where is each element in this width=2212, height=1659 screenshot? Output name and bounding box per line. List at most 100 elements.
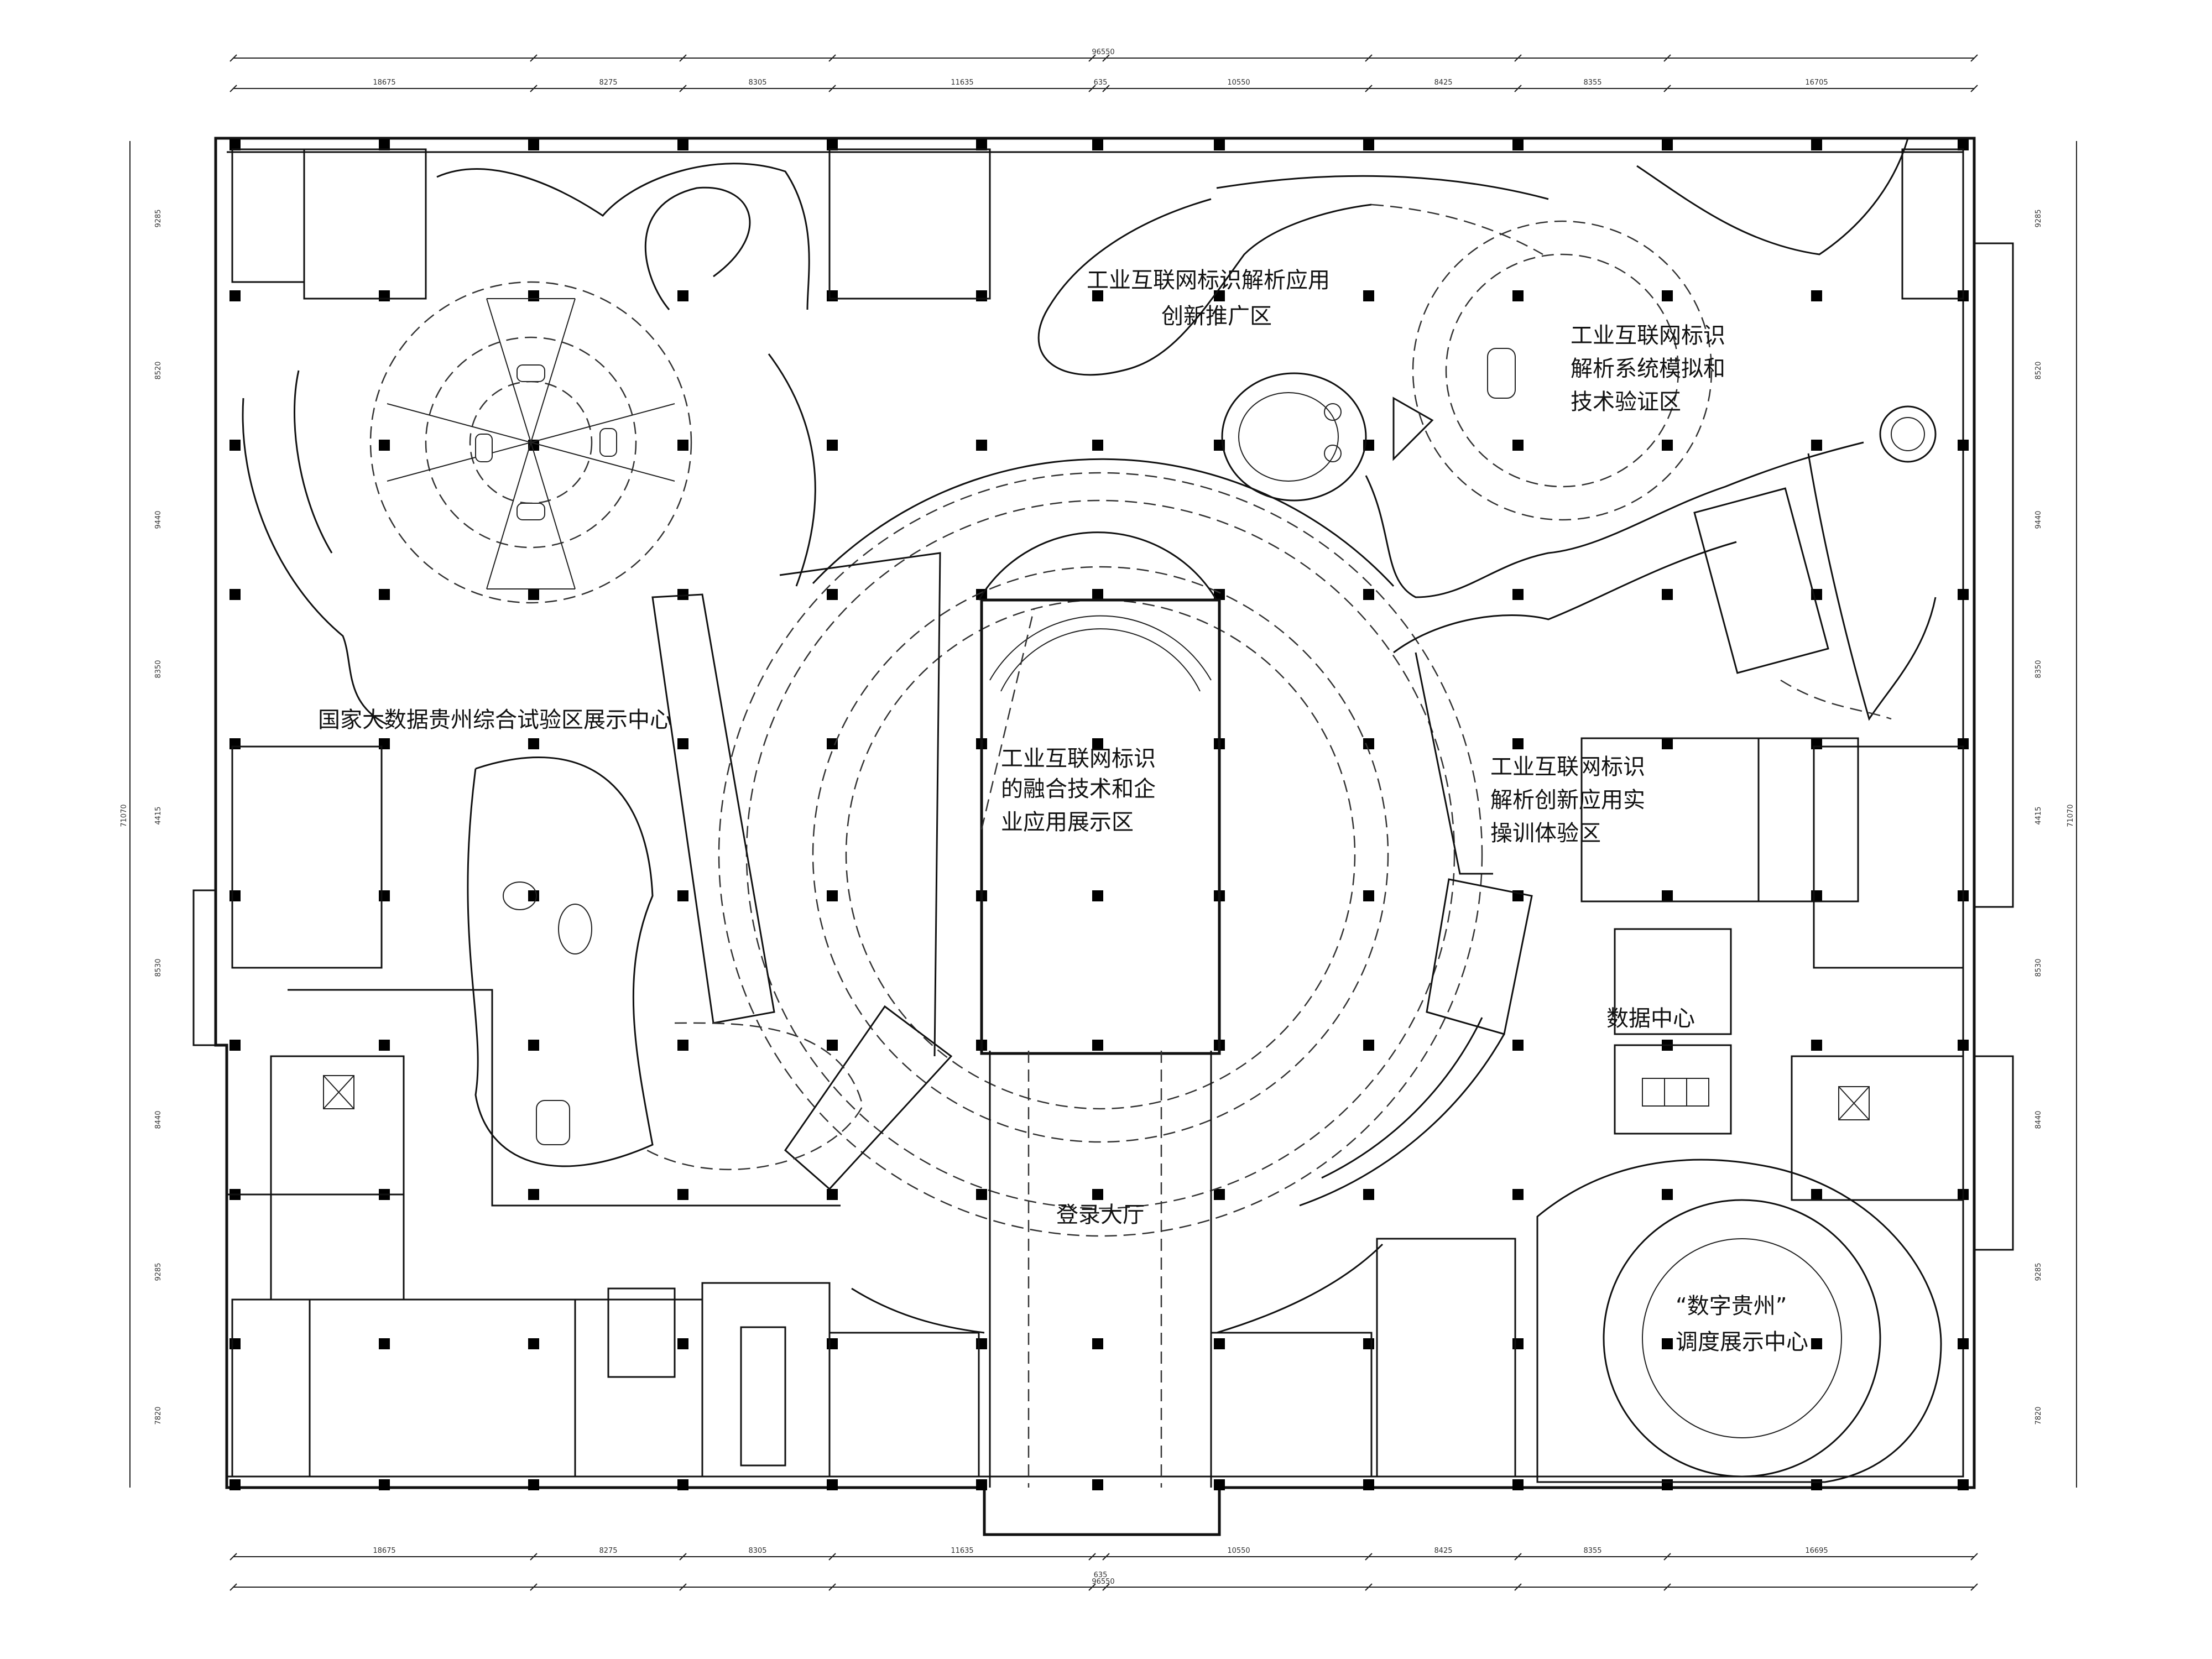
zone-fusion-line3: 业应用展示区 bbox=[1001, 810, 1134, 835]
dim-top-2: 8275 bbox=[599, 79, 617, 87]
dimension-tick bbox=[679, 1553, 687, 1561]
dimension-tick bbox=[1365, 1553, 1373, 1561]
structural-column bbox=[229, 738, 241, 749]
dimension-tick bbox=[1663, 54, 1671, 62]
structural-column bbox=[976, 440, 987, 451]
dimension-tick bbox=[530, 1583, 538, 1591]
dim-right-5: 4415 bbox=[2034, 806, 2043, 825]
zone-bigdata: 国家大数据贵州综合试验区展示中心 bbox=[318, 707, 672, 733]
structural-column bbox=[827, 589, 838, 600]
structural-column bbox=[1512, 738, 1524, 749]
structural-column bbox=[1811, 1338, 1822, 1349]
dimension-labels: 96550 18675 8275 8305 11635 635 10550 84… bbox=[120, 48, 2075, 1586]
dim-overall-top: 96550 bbox=[1092, 48, 1114, 56]
dim-left-4: 8350 bbox=[154, 660, 163, 678]
structural-column bbox=[1363, 890, 1374, 901]
structural-column bbox=[528, 890, 539, 901]
structural-column bbox=[379, 1040, 390, 1051]
structural-column bbox=[229, 1338, 241, 1349]
dim-top-1: 18675 bbox=[373, 79, 395, 87]
training-area bbox=[1415, 652, 1859, 1135]
dimension-tick bbox=[1088, 1583, 1096, 1591]
dimension-tick bbox=[828, 85, 836, 92]
structural-column bbox=[1662, 1479, 1673, 1490]
structural-column bbox=[379, 440, 390, 451]
structural-column bbox=[528, 1040, 539, 1051]
dimension-tick bbox=[1970, 1583, 1978, 1591]
dim-right-3: 9440 bbox=[2034, 510, 2043, 529]
dim-bottom-8: 8355 bbox=[1583, 1547, 1601, 1555]
bigdata-area bbox=[242, 163, 864, 1170]
structural-column bbox=[677, 1479, 688, 1490]
dimension-tick bbox=[1102, 85, 1110, 92]
structural-column bbox=[1958, 589, 1969, 600]
structural-column bbox=[1363, 1338, 1374, 1349]
structural-column bbox=[827, 139, 838, 150]
dim-left-7: 8440 bbox=[154, 1110, 163, 1129]
structural-column bbox=[1662, 1338, 1673, 1349]
structural-column bbox=[379, 890, 390, 901]
dimension-tick bbox=[828, 54, 836, 62]
structural-column bbox=[976, 1338, 987, 1349]
zone-training-line3: 操训体验区 bbox=[1490, 821, 1601, 846]
dim-top-6: 10550 bbox=[1227, 79, 1250, 87]
zone-lobby: 登录大厅 bbox=[1056, 1202, 1145, 1228]
dim-bottom-3: 8305 bbox=[748, 1547, 766, 1555]
structural-column bbox=[1214, 1338, 1225, 1349]
dim-left-2: 8520 bbox=[154, 361, 163, 379]
dimension-tick bbox=[679, 1583, 687, 1591]
structural-column bbox=[528, 738, 539, 749]
dimension-tick bbox=[1663, 1553, 1671, 1561]
zone-dispatch-line2: 调度展示中心 bbox=[1676, 1329, 1808, 1355]
dim-right-8: 9285 bbox=[2034, 1262, 2043, 1281]
dim-top-4: 11635 bbox=[951, 79, 973, 87]
structural-column bbox=[229, 290, 241, 301]
zone-simulation-line2: 解析系统模拟和 bbox=[1571, 356, 1725, 382]
dimension-tick bbox=[1514, 85, 1522, 92]
structural-column bbox=[1512, 1338, 1524, 1349]
structural-column bbox=[229, 890, 241, 901]
structural-column bbox=[379, 290, 390, 301]
dimension-lines bbox=[129, 54, 2077, 1591]
dimension-tick bbox=[1365, 1583, 1373, 1591]
structural-column bbox=[827, 738, 838, 749]
structural-column bbox=[229, 1479, 241, 1490]
simulation-area bbox=[1365, 138, 1937, 721]
structural-column bbox=[1092, 1189, 1103, 1200]
structural-column bbox=[827, 1338, 838, 1349]
structural-column bbox=[1214, 139, 1225, 150]
structural-column bbox=[1512, 1189, 1524, 1200]
dimension-tick bbox=[1088, 85, 1096, 92]
dim-left-overall: 71070 bbox=[120, 804, 128, 827]
dimension-tick bbox=[1365, 85, 1373, 92]
dimension-tick bbox=[1514, 1553, 1522, 1561]
structural-column bbox=[1512, 1040, 1524, 1051]
structural-column bbox=[1512, 290, 1524, 301]
structural-column bbox=[677, 1040, 688, 1051]
structural-column bbox=[1958, 1338, 1969, 1349]
structural-column bbox=[1214, 1189, 1225, 1200]
structural-column bbox=[1363, 1479, 1374, 1490]
structural-column bbox=[1512, 139, 1524, 150]
dim-top-7: 8425 bbox=[1434, 79, 1452, 87]
dimension-tick bbox=[530, 54, 538, 62]
structural-column bbox=[1811, 290, 1822, 301]
dimension-tick bbox=[828, 1583, 836, 1591]
structural-column bbox=[827, 290, 838, 301]
structural-column bbox=[1092, 440, 1103, 451]
dim-top-3: 8305 bbox=[748, 79, 766, 87]
dim-bottom-7: 8425 bbox=[1434, 1547, 1452, 1555]
structural-column bbox=[827, 890, 838, 901]
structural-column bbox=[1662, 738, 1673, 749]
conference-table bbox=[740, 1326, 786, 1467]
structural-column bbox=[1363, 290, 1374, 301]
dim-bottom-5: 635 bbox=[1094, 1571, 1108, 1579]
structural-column bbox=[379, 589, 390, 600]
zone-datacenter: 数据中心 bbox=[1606, 1006, 1695, 1031]
structural-column bbox=[1662, 1189, 1673, 1200]
structural-column bbox=[677, 139, 688, 150]
dim-top-8: 8355 bbox=[1583, 79, 1601, 87]
dimension-tick bbox=[1102, 54, 1110, 62]
structural-column bbox=[1363, 139, 1374, 150]
structural-column bbox=[1512, 589, 1524, 600]
